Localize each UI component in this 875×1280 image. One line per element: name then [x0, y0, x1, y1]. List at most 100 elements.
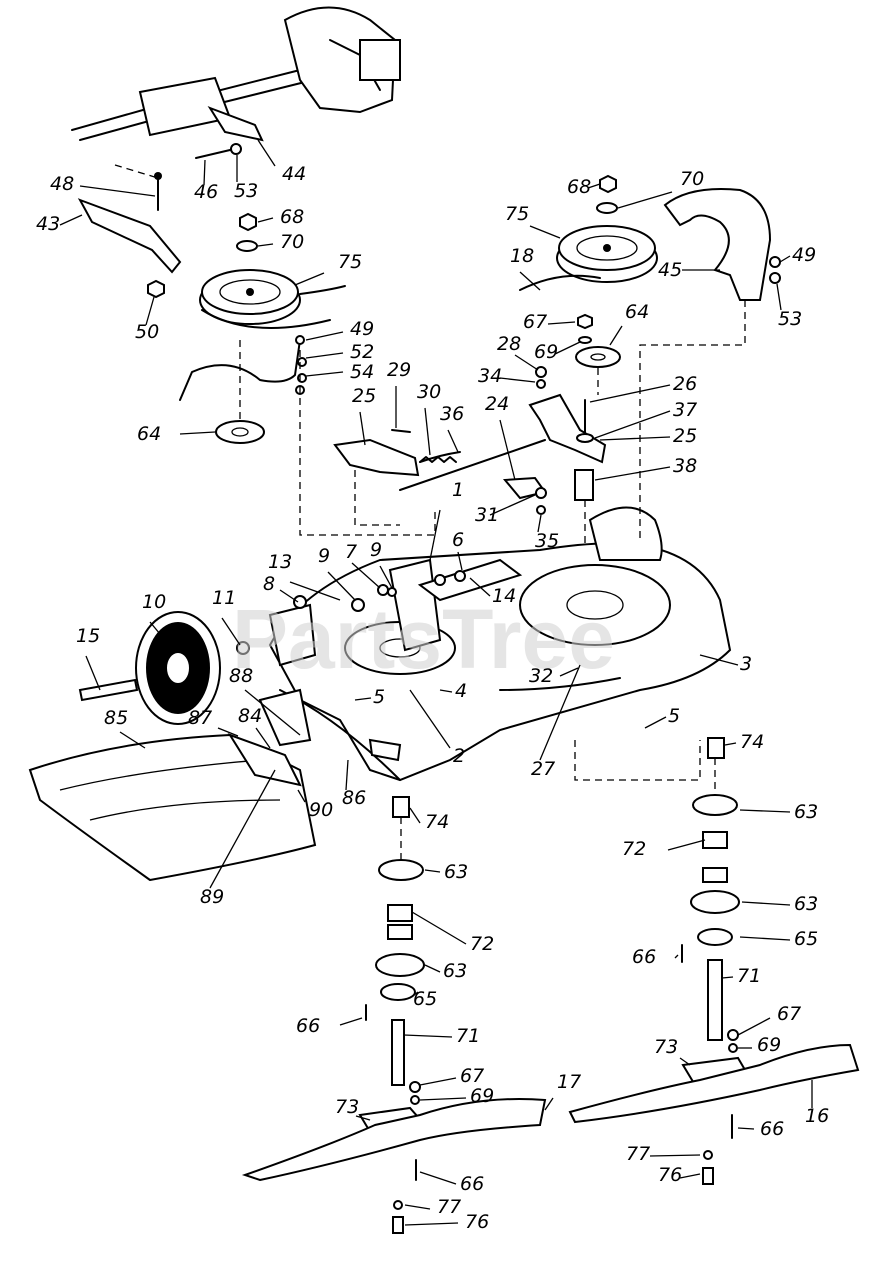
- callout-leader-73: [679, 1057, 691, 1066]
- callout-leader-71: [403, 1034, 453, 1038]
- callout-leader-70: [617, 191, 673, 209]
- part-callout-27: 27: [531, 758, 555, 780]
- callout-leader-15: [85, 655, 101, 691]
- part-callout-35: 35: [535, 530, 559, 552]
- callout-leader-34: [499, 377, 536, 383]
- callout-leader-25: [359, 411, 366, 446]
- callout-leader-31: [489, 494, 536, 516]
- right-pulley-75: [519, 174, 658, 291]
- callout-leader-76: [679, 1173, 701, 1179]
- callout-leader-43: [59, 214, 83, 226]
- part-callout-46: 46: [194, 181, 218, 203]
- part-callout-44: 44: [282, 163, 306, 185]
- callout-leader-67: [547, 321, 576, 325]
- callout-leader-86: [345, 759, 349, 791]
- part-callout-72: 72: [622, 838, 646, 860]
- part-callout-75: 75: [338, 251, 362, 273]
- idler-rod-54: [179, 335, 307, 401]
- left-spindle: [241, 796, 547, 1234]
- part-callout-26: 26: [673, 373, 697, 395]
- callout-leader-87: [217, 727, 239, 737]
- part-callout-7: 7: [345, 541, 357, 563]
- part-callout-28: 28: [497, 333, 521, 355]
- callout-leader-32: [559, 667, 579, 677]
- left-pulley-75: [199, 212, 346, 329]
- callout-leaders: [59, 139, 813, 1226]
- callout-leader-89: [209, 769, 276, 889]
- callout-leader-75: [529, 225, 561, 239]
- part-callout-34: 34: [478, 365, 502, 387]
- part-callout-73: 73: [335, 1096, 359, 1118]
- callout-leader-44: [257, 139, 276, 167]
- part-callout-6: 6: [452, 529, 464, 551]
- part-callout-48: 48: [50, 173, 74, 195]
- callout-leader-68: [257, 217, 274, 223]
- part-callout-88: 88: [229, 665, 253, 687]
- part-callout-53: 53: [234, 180, 258, 202]
- callout-leader-88: [244, 689, 301, 736]
- part-callout-32: 32: [529, 665, 553, 687]
- part-callout-10: 10: [142, 591, 166, 613]
- watermark-text: PartsTree: [232, 592, 615, 686]
- callout-leader-65: [409, 991, 419, 999]
- part-callout-30: 30: [417, 381, 441, 403]
- part-callout-49: 49: [350, 318, 374, 340]
- part-callout-52: 52: [350, 341, 374, 363]
- callout-leader-13: [289, 581, 341, 601]
- part-callout-18: 18: [510, 245, 534, 267]
- part-callout-66: 66: [760, 1118, 784, 1140]
- part-callout-67: 67: [523, 311, 547, 333]
- callout-leader-10: [149, 621, 166, 641]
- part-callout-49: 49: [792, 244, 816, 266]
- part-callout-74: 74: [740, 731, 764, 753]
- part-callout-63: 63: [794, 893, 818, 915]
- callout-leader-66: [419, 1171, 457, 1185]
- belt-guard-45: [663, 188, 781, 301]
- part-callout-16: 16: [805, 1105, 829, 1127]
- callout-leader-69: [419, 1097, 467, 1101]
- part-callout-68: 68: [280, 206, 304, 228]
- deck-brackets: [268, 558, 523, 762]
- callout-leader-67: [737, 1017, 771, 1036]
- callout-leader-5: [354, 697, 372, 701]
- part-callout-9: 9: [370, 539, 382, 561]
- callout-leader-63: [741, 901, 791, 906]
- callout-leader-63: [739, 809, 791, 813]
- callout-leader-50: [145, 296, 155, 326]
- part-callout-36: 36: [440, 403, 464, 425]
- part-callout-66: 66: [460, 1173, 484, 1195]
- part-callout-87: 87: [188, 707, 212, 729]
- part-callout-11: 11: [212, 587, 236, 609]
- part-callout-73: 73: [654, 1036, 678, 1058]
- part-callout-68: 68: [567, 176, 591, 198]
- callout-leader-14: [469, 577, 491, 597]
- callout-leader-25: [599, 436, 671, 441]
- callout-leader-54: [305, 371, 344, 377]
- part-callout-63: 63: [443, 960, 467, 982]
- callout-leader-7: [351, 562, 381, 589]
- callout-leader-30: [424, 407, 431, 456]
- callout-leader-65: [739, 936, 791, 941]
- callout-leader-75: [294, 272, 325, 286]
- callout-leader-66: [674, 954, 679, 959]
- part-callout-64: 64: [137, 423, 161, 445]
- left-hub-64: [215, 340, 265, 444]
- part-callout-65: 65: [794, 928, 818, 950]
- callout-leader-26: [589, 384, 671, 403]
- part-callout-71: 71: [456, 1025, 480, 1047]
- callout-leader-85: [119, 731, 146, 749]
- part-callout-66: 66: [632, 946, 656, 968]
- part-callout-69: 69: [757, 1034, 781, 1056]
- part-callout-89: 89: [200, 886, 224, 908]
- tension-linkage: [333, 429, 547, 515]
- part-callout-14: 14: [492, 585, 516, 607]
- callout-leader-27: [539, 664, 581, 761]
- part-callout-72: 72: [470, 933, 494, 955]
- callout-leader-46: [203, 159, 206, 186]
- part-callout-90: 90: [309, 799, 333, 821]
- callout-leader-35: [537, 514, 542, 533]
- part-callout-85: 85: [104, 707, 128, 729]
- callout-leader-4: [439, 689, 453, 693]
- callout-leader-66: [339, 1017, 363, 1026]
